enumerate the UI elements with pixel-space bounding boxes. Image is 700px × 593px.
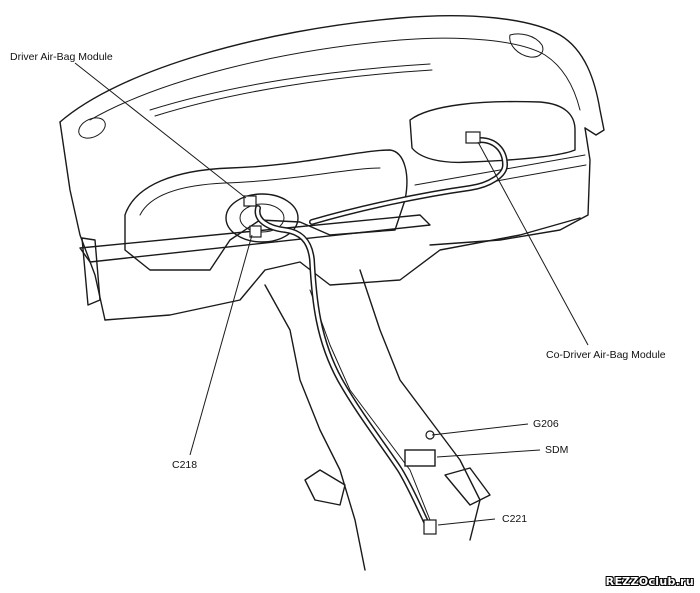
c218-connector <box>249 225 262 238</box>
watermark: REZZOclub.ru <box>605 575 694 588</box>
codriver-airbag-connector <box>465 131 481 144</box>
codriver-harness <box>309 137 508 225</box>
label-driver-airbag: Driver Air-Bag Module <box>10 51 113 63</box>
label-c218: C218 <box>172 459 198 471</box>
leader-c218 <box>189 234 253 456</box>
passenger-pocket <box>409 100 576 164</box>
driver-airbag-connector <box>243 195 257 207</box>
airbag-harness-core <box>256 206 432 532</box>
codriver-harness-core <box>310 138 507 224</box>
leader-codriver-airbag <box>477 141 589 346</box>
label-g206: G206 <box>533 418 559 430</box>
floor-bracket-right <box>444 467 491 506</box>
right-corner-vent <box>509 33 544 58</box>
console-tunnel-mid <box>309 289 431 521</box>
c221-connector <box>423 519 437 535</box>
console-tunnel-right <box>359 269 481 541</box>
console-tunnel-left <box>264 284 366 571</box>
dash-lower-edge <box>104 217 581 321</box>
cross-car-beam <box>79 214 431 263</box>
steering-hub <box>225 193 299 243</box>
label-c221: C221 <box>502 513 528 525</box>
leader-c221 <box>437 518 496 526</box>
label-codriver-airbag: Co-Driver Air-Bag Module <box>546 349 666 361</box>
left-side-bracket <box>81 237 101 306</box>
left-corner-vent <box>78 117 106 139</box>
dash-top-inner <box>89 37 581 121</box>
label-sdm: SDM <box>545 444 569 456</box>
cluster-inner <box>139 167 381 216</box>
sdm-module <box>404 449 436 467</box>
dash-top-outline <box>59 15 605 136</box>
cluster-opening <box>124 149 408 271</box>
dash-defrost-slot <box>149 63 433 117</box>
leader-driver-airbag <box>74 62 247 199</box>
leader-sdm <box>436 449 541 458</box>
floor-bracket-left <box>304 469 346 506</box>
leader-g206 <box>431 423 529 436</box>
steering-hub-inner <box>239 203 285 233</box>
